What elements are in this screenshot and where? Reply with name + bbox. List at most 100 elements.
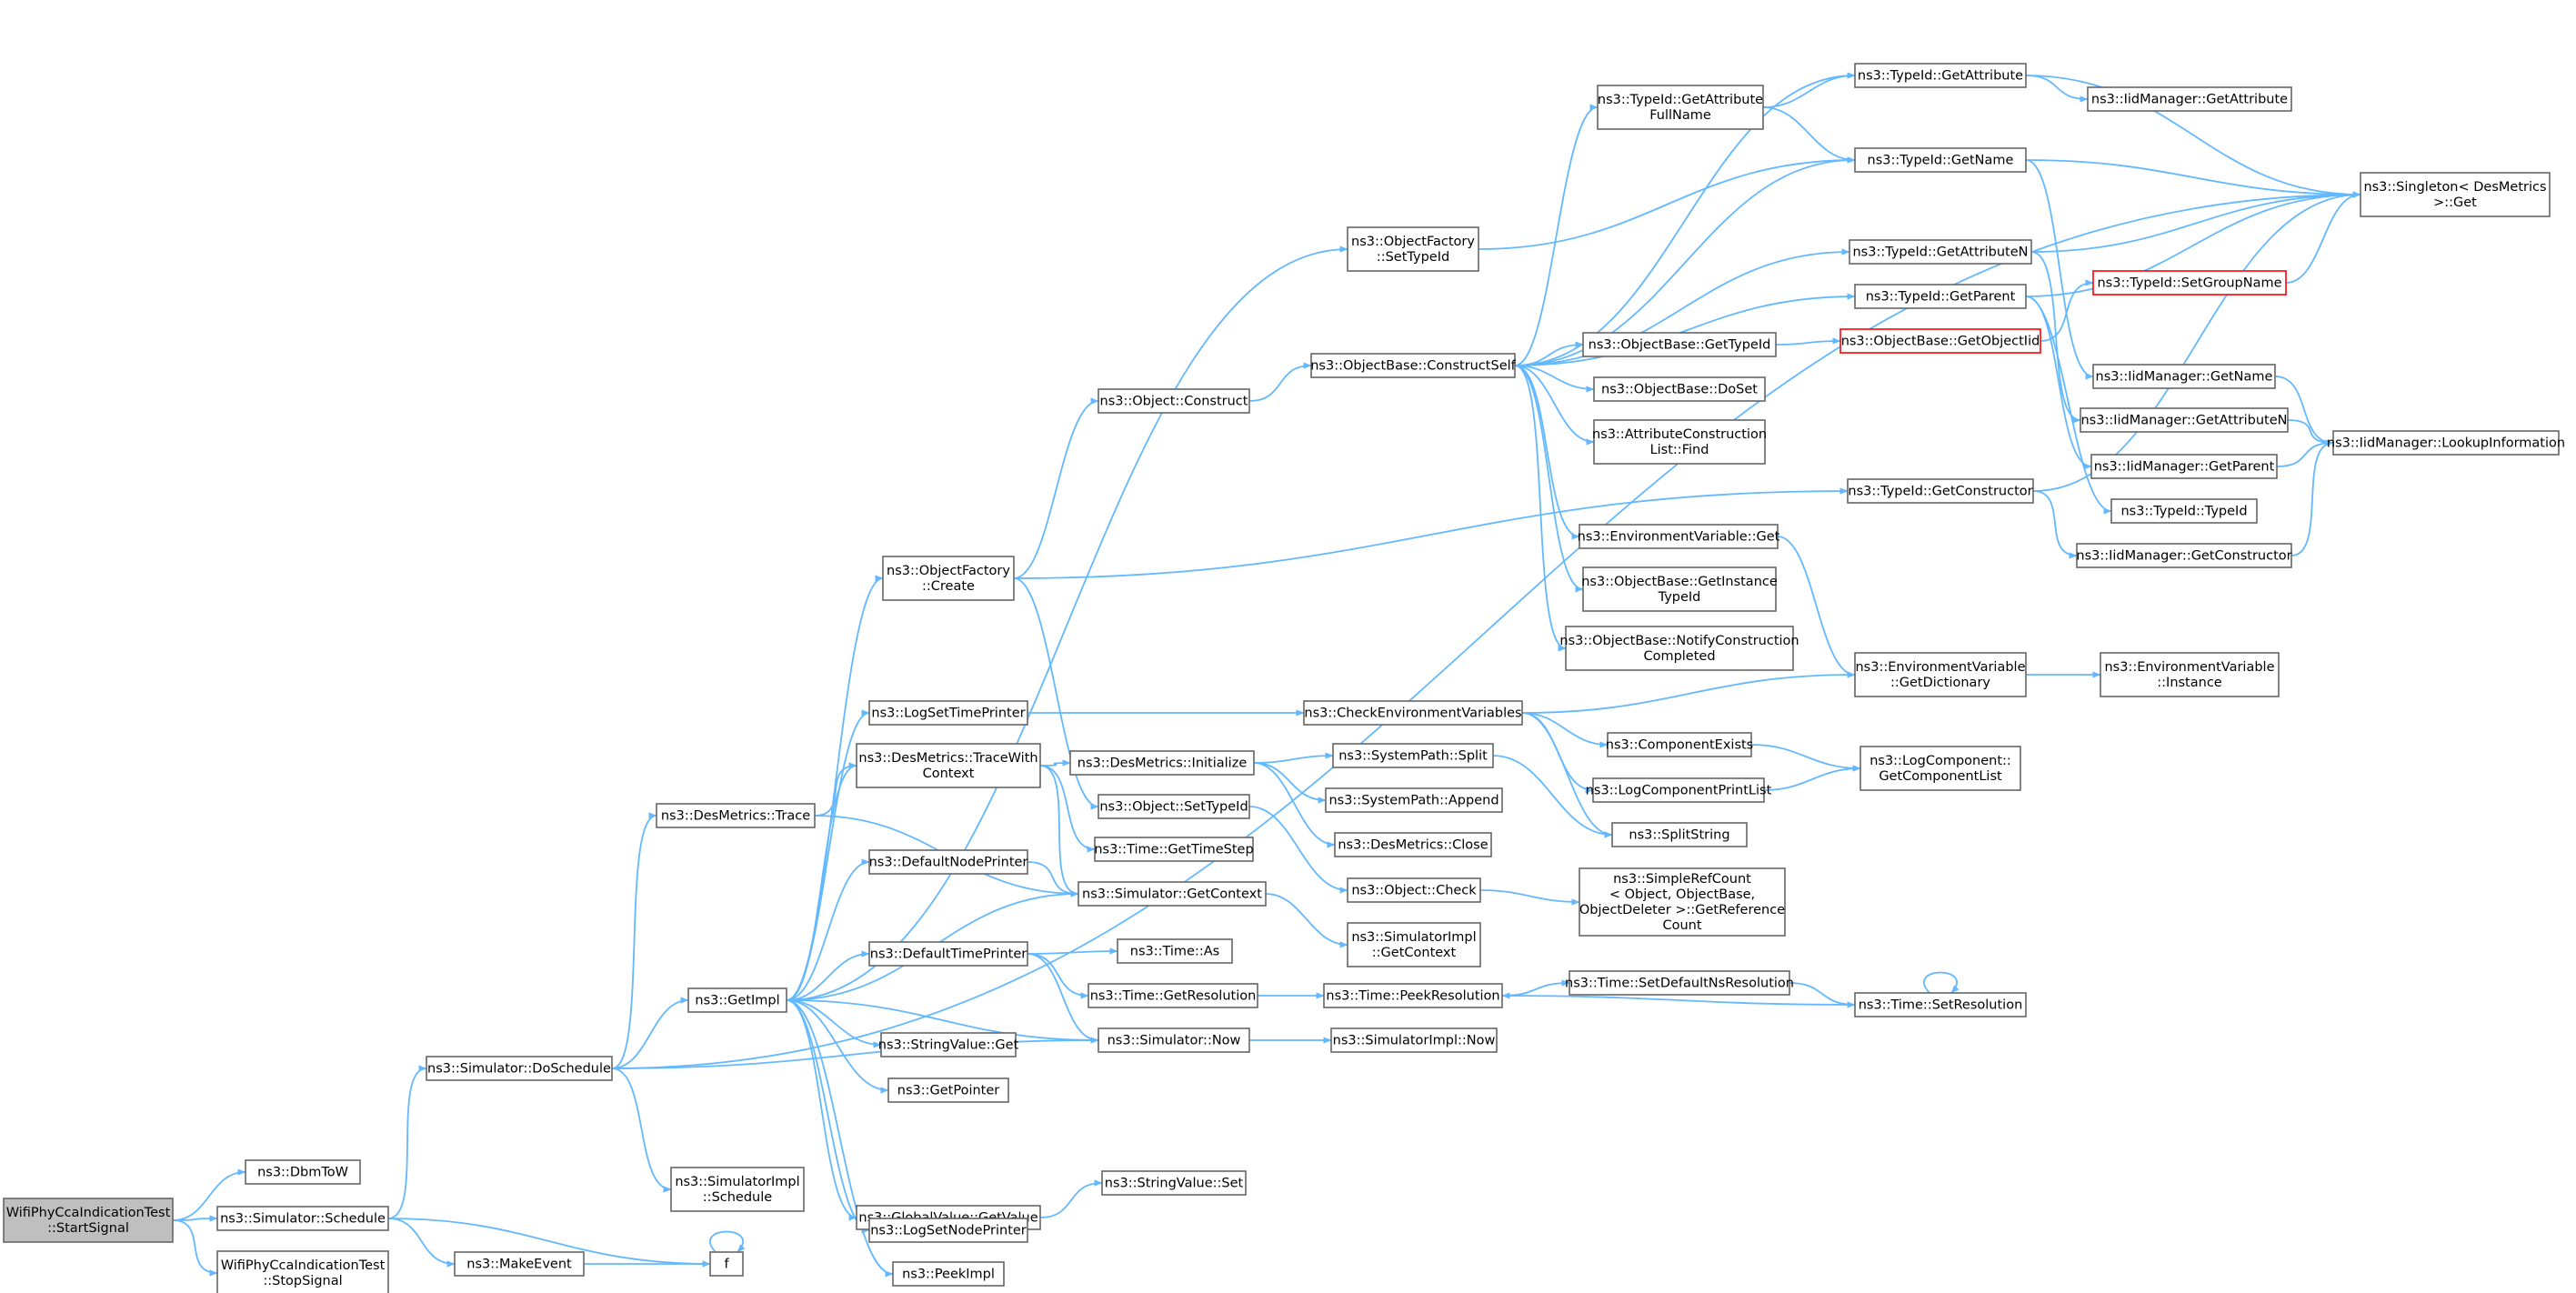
node-iidlookup[interactable]: ns3::IidManager::LookupInformation	[2327, 430, 2565, 456]
node-timeas[interactable]: ns3::Time::As	[1117, 938, 1233, 964]
node-obdoset[interactable]: ns3::ObjectBase::DoSet	[1593, 376, 1766, 402]
node-objfactcreate[interactable]: ns3::ObjectFactory::Create	[882, 556, 1015, 601]
node-label: WifiPhyCcaIndicationTest	[6, 1206, 171, 1220]
node-desclose[interactable]: ns3::DesMetrics::Close	[1334, 832, 1492, 857]
node-envinst[interactable]: ns3::EnvironmentVariable::Instance	[2100, 652, 2280, 697]
node-box	[670, 1167, 805, 1212]
edge-deftime-to-simnow	[1027, 953, 1099, 1044]
node-start[interactable]: WifiPhyCcaIndicationTest::StartSignal	[3, 1198, 174, 1243]
node-defnode[interactable]: ns3::DefaultNodePrinter	[868, 849, 1028, 875]
node-label: ::StartSignal	[47, 1221, 129, 1236]
edge-tidsetgroup-to-singleton	[2285, 191, 2361, 284]
node-label: ns3::TypeId::GetAttributeN	[1852, 246, 2028, 260]
node-iidgetattrn[interactable]: ns3::IidManager::GetAttributeN	[2080, 407, 2289, 433]
edge-compexists-to-logcomplist	[1750, 744, 1861, 772]
node-iidgetparent[interactable]: ns3::IidManager::GetParent	[2090, 454, 2278, 479]
node-desinit[interactable]: ns3::DesMetrics::Initialize	[1069, 750, 1255, 776]
node-simimplsched[interactable]: ns3::SimulatorImpl::Schedule	[670, 1167, 805, 1212]
node-tidgetattrn[interactable]: ns3::TypeId::GetAttributeN	[1849, 239, 2032, 265]
node-objfactset[interactable]: ns3::ObjectFactory::SetTypeId	[1347, 226, 1479, 272]
node-strget[interactable]: ns3::StringValue::Get	[878, 1032, 1019, 1057]
node-peekres[interactable]: ns3::Time::PeekResolution	[1323, 983, 1503, 1008]
node-label: ns3::TypeId::GetParent	[1866, 290, 2016, 305]
node-dbmtow[interactable]: ns3::DbmToW	[245, 1159, 361, 1185]
node-timesetres[interactable]: ns3::Time::SetResolution	[1854, 992, 2027, 1017]
node-destrace[interactable]: ns3::DesMetrics::Trace	[656, 803, 816, 828]
node-pathappend[interactable]: ns3::SystemPath::Append	[1325, 787, 1503, 813]
node-tidgetctor[interactable]: ns3::TypeId::GetConstructor	[1847, 478, 2034, 504]
node-splitstring[interactable]: ns3::SplitString	[1611, 822, 1748, 847]
node-setdefns[interactable]: ns3::Time::SetDefaultNsResolution	[1565, 970, 1794, 996]
node-box	[454, 1251, 585, 1277]
node-deftime[interactable]: ns3::DefaultTimePrinter	[868, 941, 1028, 967]
node-makeevent[interactable]: ns3::MakeEvent	[454, 1251, 585, 1277]
node-tidgetparent[interactable]: ns3::TypeId::GetParent	[1854, 284, 2027, 309]
node-obnotify[interactable]: ns3::ObjectBase::NotifyConstructionCompl…	[1559, 626, 1799, 671]
node-objconstruct[interactable]: ns3::Object::Construct	[1098, 388, 1250, 414]
node-stopsig[interactable]: WifiPhyCcaIndicationTest::StopSignal	[216, 1250, 389, 1293]
node-sched[interactable]: ns3::Simulator::Schedule	[216, 1206, 389, 1231]
node-dosched[interactable]: ns3::Simulator::DoSchedule	[426, 1056, 613, 1081]
node-label: ns3::TypeId::TypeId	[2120, 505, 2247, 519]
node-box	[1332, 743, 1494, 768]
edges-layer	[172, 72, 2361, 1278]
node-objsettid[interactable]: ns3::Object::SetTypeId	[1098, 794, 1250, 819]
node-simimplnow[interactable]: ns3::SimulatorImpl::Now	[1330, 1027, 1498, 1053]
edge-envget-to-envdict	[1777, 536, 1856, 678]
node-box	[1323, 983, 1503, 1008]
node-obconstruct[interactable]: ns3::ObjectBase::ConstructSelf	[1310, 353, 1517, 378]
edge-start-to-dbmtow	[172, 1168, 246, 1221]
node-box	[1094, 837, 1254, 862]
node-objcheck[interactable]: ns3::Object::Check	[1347, 877, 1481, 903]
node-simnow[interactable]: ns3::Simulator::Now	[1098, 1027, 1250, 1053]
node-getimpl[interactable]: ns3::GetImpl	[687, 987, 787, 1013]
node-obgettid[interactable]: ns3::ObjectBase::GetTypeId	[1582, 332, 1777, 357]
node-tidgetattr[interactable]: ns3::TypeId::GetAttribute	[1854, 63, 2027, 88]
node-logsetnode[interactable]: ns3::LogSetNodePrinter	[868, 1218, 1028, 1243]
edge-getimpl-to-getptr	[786, 999, 889, 1094]
node-refcount[interactable]: ns3::SimpleRefCount< Object, ObjectBase,…	[1579, 867, 1786, 937]
node-checkenv[interactable]: ns3::CheckEnvironmentVariables	[1303, 700, 1523, 726]
node-box	[216, 1206, 389, 1231]
node-tidgetname[interactable]: ns3::TypeId::GetName	[1854, 147, 2027, 173]
node-logsettime[interactable]: ns3::LogSetTimePrinter	[868, 700, 1028, 726]
node-obgetobjtid[interactable]: ns3::ObjectBase::GetObjectIid	[1839, 328, 2041, 354]
node-box	[1582, 566, 1777, 612]
node-simgetctx[interactable]: ns3::Simulator::GetContext	[1078, 881, 1267, 907]
node-envdict[interactable]: ns3::EnvironmentVariable::GetDictionary	[1854, 652, 2027, 697]
node-box	[2080, 407, 2289, 433]
node-label: WifiPhyCcaIndicationTest	[221, 1258, 386, 1273]
node-singleton[interactable]: ns3::Singleton< DesMetrics>::Get	[2360, 172, 2551, 217]
node-box	[1069, 750, 1255, 776]
node-box	[1854, 992, 2027, 1017]
node-label: ::Create	[922, 579, 975, 594]
node-label: ns3::LogSetNodePrinter	[870, 1224, 1027, 1238]
node-box	[1088, 983, 1258, 1008]
node-label: ns3::GetPointer	[897, 1084, 1000, 1098]
node-gettimestep[interactable]: ns3::Time::GetTimeStep	[1094, 837, 1254, 862]
node-simimplctx[interactable]: ns3::SimulatorImpl::GetContext	[1347, 922, 1481, 967]
node-pathsplit[interactable]: ns3::SystemPath::Split	[1332, 743, 1494, 768]
node-box	[2092, 364, 2276, 389]
node-box	[2360, 172, 2551, 217]
node-compexists[interactable]: ns3::ComponentExists	[1606, 732, 1754, 757]
node-logcomplist[interactable]: ns3::LogComponent::GetComponentList	[1859, 746, 2021, 791]
node-tidtid[interactable]: ns3::TypeId::TypeId	[2110, 498, 2258, 524]
edge-simnow-to-getimpl	[786, 997, 1099, 1041]
node-iidgetattr[interactable]: ns3::IidManager::GetAttribute	[2087, 86, 2292, 112]
node-logcompprint[interactable]: ns3::LogComponentPrintList	[1586, 777, 1772, 803]
node-strset[interactable]: ns3::StringValue::Set	[1101, 1170, 1247, 1196]
node-peekimpl[interactable]: ns3::PeekImpl	[892, 1261, 1005, 1287]
node-f[interactable]: f	[709, 1251, 744, 1277]
node-getptr[interactable]: ns3::GetPointer	[887, 1078, 1009, 1103]
node-tidsetgroup[interactable]: ns3::TypeId::SetGroupName	[2092, 270, 2287, 296]
node-iidgetname[interactable]: ns3::IidManager::GetName	[2092, 364, 2276, 389]
node-iidgetctor[interactable]: ns3::IidManager::GetConstructor	[2076, 543, 2292, 568]
node-timegetres[interactable]: ns3::Time::GetResolution	[1088, 983, 1258, 1008]
node-box	[1579, 867, 1786, 937]
node-envget[interactable]: ns3::EnvironmentVariable::Get	[1578, 524, 1780, 549]
